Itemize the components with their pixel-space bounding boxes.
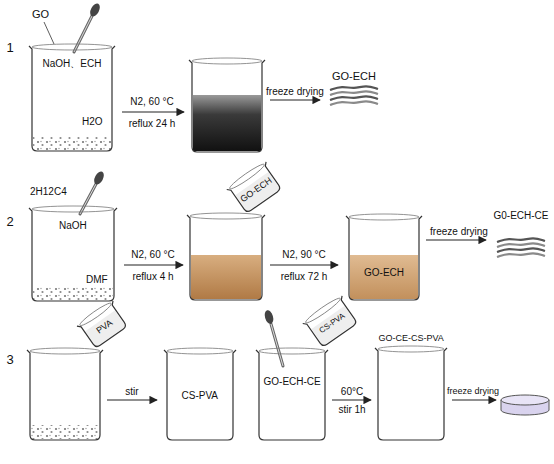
arrow bbox=[452, 399, 496, 400]
pipette bbox=[80, 170, 106, 214]
node-outline bbox=[255, 346, 329, 442]
condition-label: N2, 60 °C bbox=[130, 96, 173, 108]
sheet-layer bbox=[497, 253, 545, 257]
arrow bbox=[107, 399, 157, 400]
condition-label: freeze drying bbox=[430, 226, 488, 238]
brown-liquid bbox=[350, 255, 418, 299]
node-label: G0-ECH-CE bbox=[494, 210, 549, 222]
granules bbox=[33, 136, 111, 150]
beaker-outline bbox=[29, 208, 117, 301]
node-label: DMF bbox=[86, 274, 108, 286]
node-label: GO bbox=[32, 8, 49, 20]
beaker-outline bbox=[346, 216, 422, 300]
node-outline bbox=[374, 332, 448, 442]
beaker-rim bbox=[192, 58, 262, 64]
beaker: GO-CE-CS-PVA bbox=[374, 332, 448, 442]
condition-label: reflux 4 h bbox=[132, 271, 173, 283]
pouring-beaker: GO-ECH bbox=[224, 159, 286, 217]
beaker-outline bbox=[164, 350, 236, 440]
arrow bbox=[124, 264, 183, 265]
beaker bbox=[27, 350, 103, 440]
condition-label: freeze drying bbox=[266, 86, 324, 98]
reaction-arrow bbox=[426, 239, 486, 240]
granules bbox=[33, 286, 113, 300]
sheet-layer bbox=[330, 91, 378, 95]
arrow bbox=[270, 264, 338, 265]
beaker bbox=[189, 60, 265, 152]
beaker-outline bbox=[303, 296, 360, 349]
beaker-rim bbox=[30, 348, 100, 354]
sheet-layer bbox=[330, 101, 378, 105]
condition-label: freeze drying bbox=[447, 386, 499, 397]
step-number: 2 bbox=[6, 214, 13, 229]
node-outline bbox=[345, 212, 423, 302]
beaker-rim bbox=[32, 206, 114, 212]
node-label: GO-ECH bbox=[364, 267, 404, 279]
beaker-rim bbox=[259, 348, 325, 354]
node-label: GO-ECH bbox=[332, 70, 376, 82]
pipette bbox=[263, 309, 283, 366]
condition-label: stir bbox=[125, 386, 138, 398]
node-label: NaOH bbox=[59, 220, 87, 232]
beaker-outline bbox=[227, 162, 284, 215]
arrow bbox=[122, 111, 184, 112]
beaker-rim bbox=[349, 214, 419, 220]
beaker-rim bbox=[378, 346, 444, 352]
sheet-layer bbox=[497, 243, 545, 247]
sheet-layer bbox=[497, 238, 545, 242]
sheet-layer bbox=[497, 248, 545, 252]
beaker-outline bbox=[29, 46, 115, 151]
beaker: GO NaOH、ECH H2O bbox=[28, 8, 116, 153]
condition-label: reflux 72 h bbox=[281, 271, 328, 283]
beaker bbox=[187, 215, 265, 300]
condition-label: stir 1h bbox=[338, 404, 365, 416]
node-label: GO-CE-CS-PVA bbox=[379, 332, 444, 344]
condition-label: reflux 24 h bbox=[129, 118, 176, 130]
beaker: GO-ECH bbox=[345, 212, 423, 302]
brown-liquid bbox=[191, 255, 261, 299]
dark-liquid bbox=[193, 95, 261, 151]
product-sheet: G0-ECH-CE bbox=[489, 210, 553, 262]
condition-label: 60°C bbox=[341, 386, 363, 398]
beaker: 2H12C4NaOH DMF bbox=[28, 178, 118, 303]
condition-label: N2, 90 °C bbox=[282, 249, 325, 261]
beaker-outline bbox=[375, 348, 447, 440]
beaker-rim bbox=[167, 348, 233, 354]
beaker-outline bbox=[256, 350, 328, 440]
node-label: NaOH、ECH bbox=[43, 58, 102, 70]
sheet-layer bbox=[330, 96, 378, 100]
node-label: GO-ECH-CE bbox=[264, 376, 321, 388]
petri-dish bbox=[501, 395, 549, 415]
beaker: GO-ECH-CE bbox=[255, 346, 329, 442]
pouring-beaker: CS-PVA bbox=[300, 293, 362, 351]
node-outline bbox=[28, 8, 116, 153]
step-number: 1 bbox=[6, 40, 13, 55]
beaker-rim bbox=[190, 213, 262, 219]
beaker: CS-PVA bbox=[163, 346, 237, 442]
sheet-layer bbox=[330, 86, 378, 90]
node-label: 2H12C4 bbox=[30, 186, 67, 198]
pouring-beaker: PVA bbox=[74, 298, 131, 352]
node-label: CS-PVA bbox=[182, 390, 219, 402]
condition-label: N2, 60 °C bbox=[131, 249, 174, 261]
beaker-rim bbox=[32, 44, 112, 50]
granules bbox=[31, 425, 99, 439]
step-number: 3 bbox=[6, 352, 13, 367]
reaction-arrow bbox=[332, 399, 371, 400]
node-label: H2O bbox=[82, 116, 103, 128]
arrow bbox=[270, 99, 320, 100]
product-sheet: GO-ECH bbox=[326, 70, 382, 110]
beaker-outline bbox=[77, 301, 130, 350]
leader-line bbox=[44, 22, 54, 44]
